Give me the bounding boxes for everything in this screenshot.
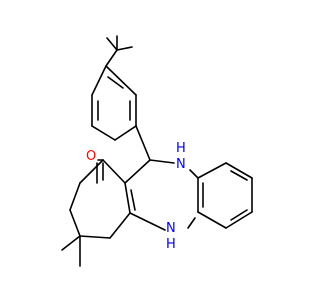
bond [91,125,116,141]
bond [130,189,136,211]
bond [124,182,131,214]
bond [197,162,227,179]
nh-upper-h-label: H [176,141,186,156]
bond [197,211,227,229]
bond [187,217,196,229]
bond [230,170,248,181]
bond [61,235,81,251]
nh-upper-n-label: N [176,157,186,172]
bond [79,159,104,184]
bond [91,65,107,96]
bond [189,169,199,179]
bond [135,125,151,161]
diazepine-ring [124,159,199,231]
bond [79,235,111,239]
bond [149,159,175,164]
structure-svg: O H N N H [61,35,253,267]
bond [225,211,253,229]
nh-lower-h-label: H [166,237,176,252]
bond [102,159,126,184]
phenyl-ring [91,65,137,141]
molecule-diagram: O H N N H [61,35,253,267]
cyclohexenone-ring [61,159,136,267]
benzo-ring [197,162,253,229]
bond [225,162,253,179]
tert-butyl-group [105,35,133,67]
oxygen-atom-label: O [86,149,96,164]
bond [124,159,151,184]
bond [230,209,248,221]
bond [105,49,118,67]
bond [106,37,118,51]
bond [114,125,137,141]
bond [69,182,81,211]
bond [129,212,166,231]
bond [107,76,124,89]
bond [69,209,81,237]
bond [116,46,133,51]
bond [105,65,137,96]
nh-lower-n-label: N [166,221,176,236]
bond [109,212,131,239]
